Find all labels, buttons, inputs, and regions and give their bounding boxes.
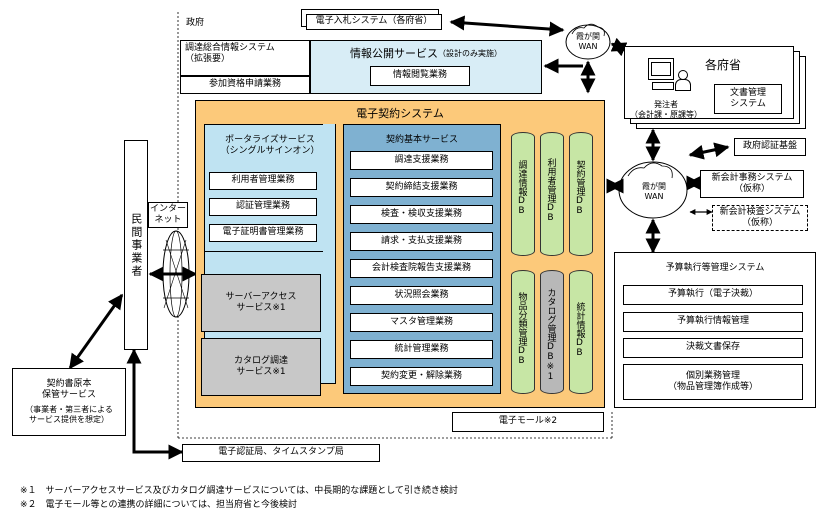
basic-item: 統計管理業務 [350,340,493,359]
user-management: 利用者管理業務 [209,172,317,190]
basic-contract-title: 契約基本サービス [385,135,458,145]
basic-item: マスタ管理業務 [350,313,493,332]
keyboard-icon [652,82,674,90]
ministries-label: 各府省 [705,58,742,72]
db-label: 契約管理DB [574,160,585,216]
db-label: カタログ管理DB※1 [545,288,556,382]
db-cylinder [511,132,535,256]
info-disclosure-title: 情報公開サービス [350,47,438,60]
orderer-label: 発注者 （会計課・原課等） [630,100,702,119]
db-cylinder [569,132,593,256]
internet-label: インター ネット [148,202,188,228]
catalog-procurement-service: カタログ調達 サービス※1 [201,338,321,396]
authentication-management: 認証管理業務 [209,198,317,216]
db-label: 調達情報DB [516,160,527,216]
portal-title: ポータライズサービス （シングルサインオン） [220,135,320,157]
info-disclosure-note: （設計のみ実施） [438,49,502,58]
db-cylinder [511,270,535,394]
certificate-authority: 電子認証局、タイムスタンプ局 [182,444,380,462]
db-label: 統計情報DB [574,302,585,358]
electronic-mall: 電子モール※2 [452,412,604,432]
basic-item: 検査・検収支援業務 [350,205,493,224]
basic-item: 請求・支払支援業務 [350,232,493,251]
e-bidding-system: 電子入札システム（各府省） [306,14,442,30]
db-label: 利用者管理DB [545,158,556,223]
db-cylinder [540,132,564,256]
footnote: ※１ サーバーアクセスサービス及びカタログ調達サービスについては、中長期的な課題… [20,486,458,496]
budget-execution-title: 予算執行等管理システム [665,263,765,273]
person-body-icon [675,79,691,91]
db-cylinder [540,270,564,394]
contract-archive-title: 契約書原本 保管サービス [41,378,96,400]
terminal-icon [648,58,674,80]
contract-archive-service: 契約書原本 保管サービス （事業者・第三者による サービス提供を想定） [12,368,126,436]
budget-item: 予算執行情報管理 [623,312,803,332]
private-business: 民間事業者 [124,140,148,350]
new-accounting-system: 新会計事務システム （仮称） [700,170,804,198]
contract-archive-note: （事業者・第三者による サービス提供を想定） [25,405,113,425]
globe-icon [162,230,190,318]
basic-item: 契約締結支援業務 [350,178,493,197]
basic-item: 調達支援業務 [350,151,493,170]
budget-item: 決裁文書保存 [623,338,803,358]
budget-item: 予算執行（電子決裁） [623,285,803,305]
procurement-info-system: 調達総合情報システム （拡張要） [180,40,310,76]
qualification-application: 参加資格申請業務 [180,76,310,94]
new-audit-system: 新会計検査システム （仮称） [712,205,808,231]
server-access-service: サーバーアクセス サービス※1 [201,274,321,332]
footnote: ※２ 電子モール等との連携の詳細については、担当府省と今後検討 [20,500,298,510]
kasumigaseki-wan-mid-label: 霞が関 WAN [642,182,666,201]
gov-auth-infrastructure: 政府認証基盤 [734,138,806,156]
government-label: 政府 [186,18,205,28]
basic-item: 契約変更・解除業務 [350,367,493,386]
db-label: 物品分類管理DB [516,292,527,366]
basic-item: 会計検査院報告支援業務 [350,259,493,278]
budget-item: 個別業務管理 （物品管理簿作成等） [623,364,803,400]
document-system: 文書管理 システム [714,84,782,114]
kasumigaseki-wan-top-label: 霞が関 WAN [576,32,600,51]
info-browse: 情報閲覧業務 [370,66,470,86]
certificate-management: 電子証明書管理業務 [209,224,317,242]
db-cylinder [569,270,593,394]
econtract-title: 電子契約システム [356,107,444,120]
basic-item: 状況照会業務 [350,286,493,305]
